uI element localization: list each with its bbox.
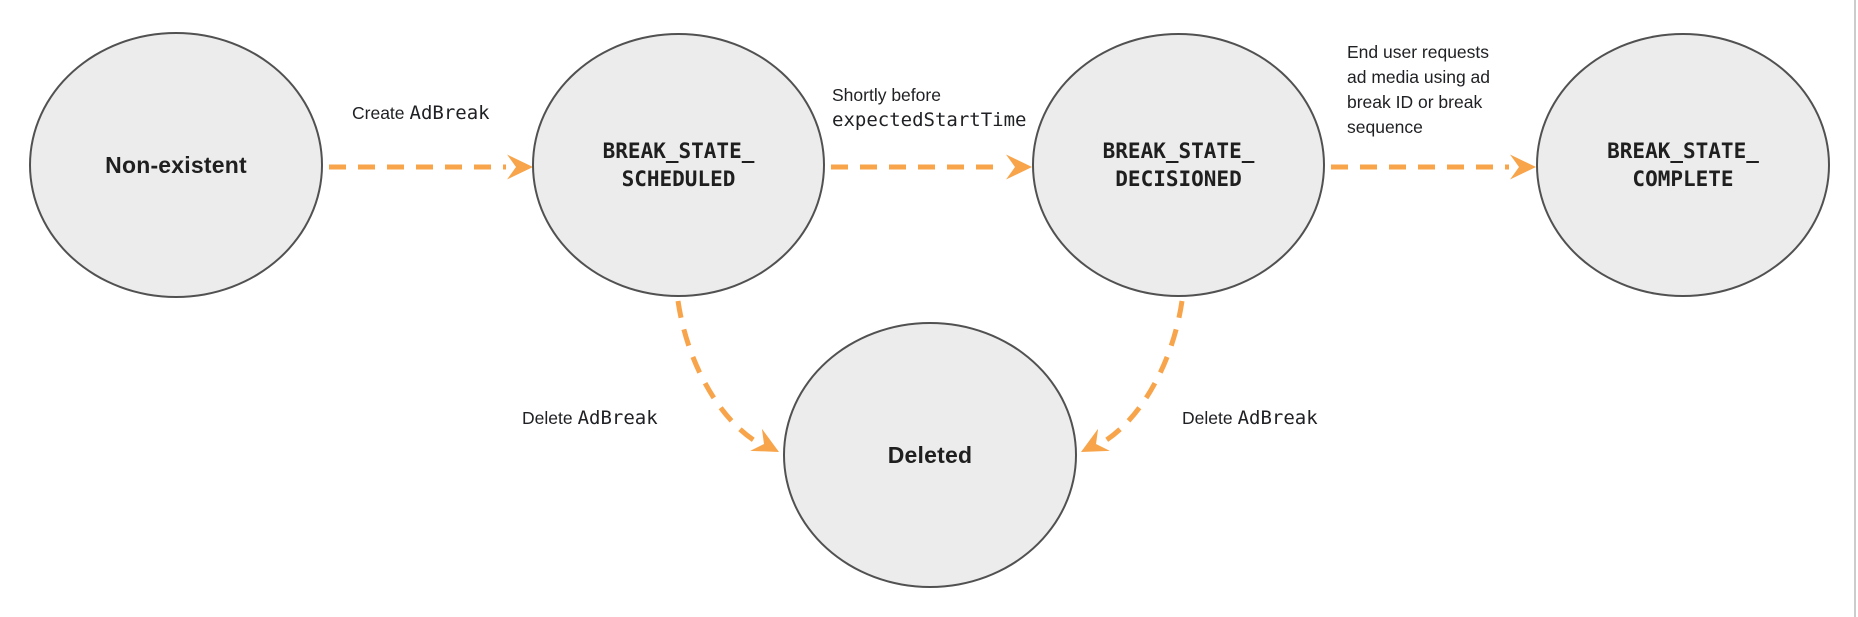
state-label-deleted: Deleted (887, 441, 973, 468)
content-edge-divider (1854, 0, 1856, 617)
state-node-break-state-decisioned: BREAK_STATE_ DECISIONED (1032, 33, 1325, 297)
edge-label-shortly-before-expectedstarttime: Shortly before expectedStartTime (832, 85, 1027, 131)
arrowhead-icon (1006, 154, 1032, 180)
state-node-non-existent: Non-existent (29, 32, 323, 298)
edge-delete-adbreak-right-line (1103, 300, 1185, 444)
state-label-break-state-complete: BREAK_STATE_ COMPLETE (1607, 139, 1759, 191)
edge-delete-adbreak-left-line (675, 300, 757, 444)
state-node-deleted: Deleted (783, 322, 1077, 588)
state-label-non-existent: Non-existent (105, 151, 247, 178)
arrowhead-icon (1081, 428, 1110, 452)
state-node-break-state-complete: BREAK_STATE_ COMPLETE (1536, 33, 1830, 297)
state-label-break-state-scheduled: BREAK_STATE_ SCHEDULED (602, 139, 755, 191)
state-label-break-state-decisioned: BREAK_STATE_ DECISIONED (1102, 139, 1255, 191)
arrowhead-icon (1510, 154, 1536, 180)
state-node-break-state-scheduled: BREAK_STATE_ SCHEDULED (532, 33, 825, 297)
arrowhead-icon (507, 154, 533, 180)
arrowhead-icon (750, 428, 779, 452)
edge-label-end-user-requests: End user requests ad media using ad brea… (1347, 42, 1491, 137)
